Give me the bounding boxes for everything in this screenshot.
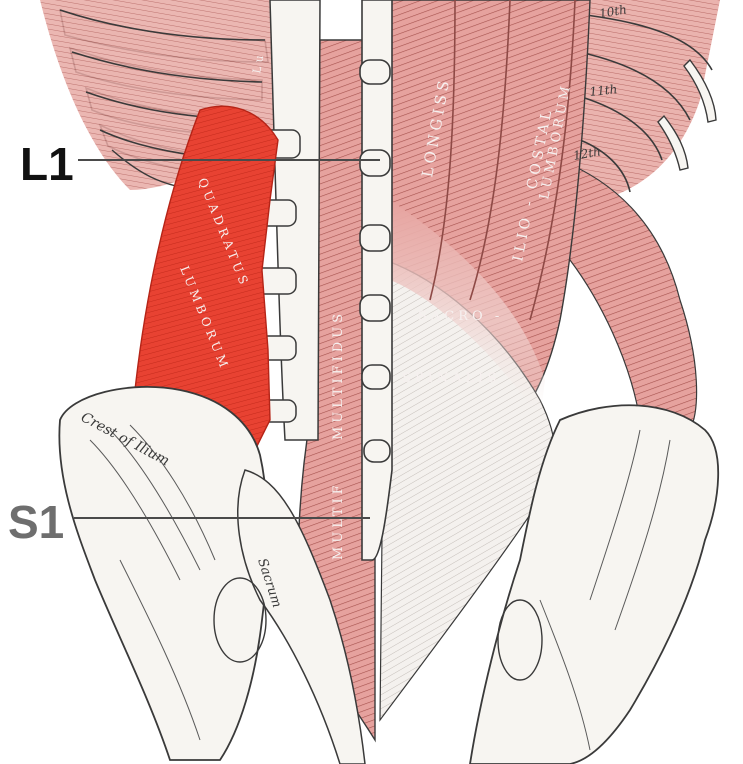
sacrum bbox=[237, 469, 366, 764]
erector-fade bbox=[390, 200, 545, 420]
engraved-lu: Lu bbox=[250, 50, 267, 74]
engraved-rib-12: 12th bbox=[572, 144, 602, 163]
engraved-spinalis: SPINALIS bbox=[402, 371, 500, 386]
lateral-wall-right bbox=[559, 159, 698, 431]
pelvic-holes bbox=[213, 577, 543, 681]
spinous-processes bbox=[359, 0, 393, 561]
s1-label: S1 bbox=[8, 496, 64, 548]
engraved-multifidus-lower: MULTIF bbox=[331, 481, 346, 560]
engraved-rib-10: 10th bbox=[598, 2, 628, 21]
ribs-right bbox=[559, 0, 720, 200]
engraved-rib-11: 11th bbox=[589, 82, 618, 99]
engraved-multifidus-upper: MULTIFIDUS bbox=[331, 310, 346, 440]
erector-divisions bbox=[429, 0, 576, 321]
l1-label: L1 bbox=[20, 138, 74, 190]
engraved-sacro: SACRO - bbox=[418, 309, 503, 324]
ilium-right-shading bbox=[539, 429, 671, 751]
ilium-left-shading bbox=[89, 424, 216, 741]
ilium-left bbox=[58, 386, 269, 761]
